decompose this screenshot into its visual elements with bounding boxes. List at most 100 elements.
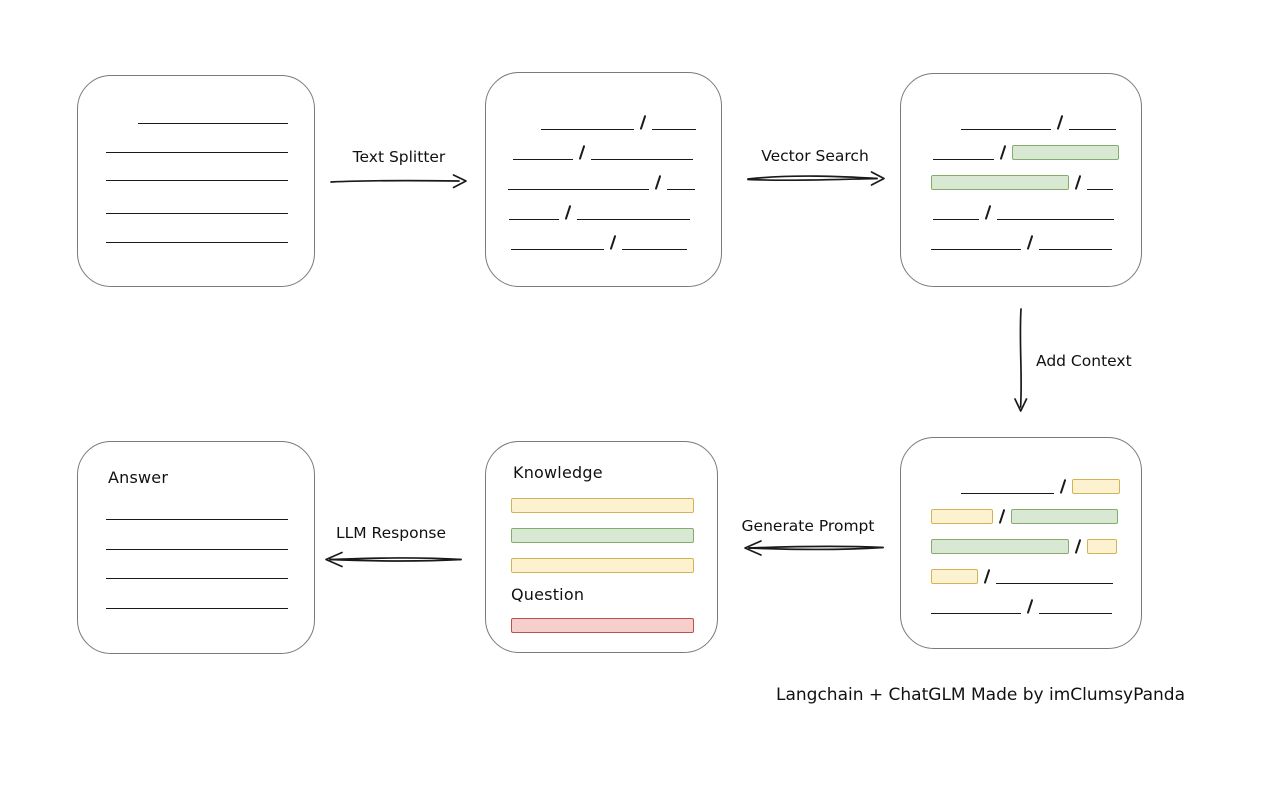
- slash-separator: [564, 204, 572, 221]
- slash-separator: [983, 568, 991, 585]
- text-line: [511, 249, 604, 250]
- slash-separator: [609, 234, 617, 251]
- green-highlight-chunk: [511, 528, 694, 543]
- text-line: [1069, 129, 1117, 130]
- text-line: [106, 578, 288, 579]
- green-highlight-chunk: [1011, 509, 1119, 524]
- split-chunks-box: [485, 72, 722, 287]
- content-row: [106, 534, 288, 550]
- slash-separator: [984, 204, 992, 221]
- content-row: [933, 204, 1115, 221]
- content-row: [931, 538, 1118, 555]
- text-line: [997, 219, 1115, 220]
- arrow-right-icon: [747, 171, 885, 186]
- content-row: [509, 204, 691, 221]
- text-line: [667, 189, 696, 190]
- content-row: [106, 593, 288, 609]
- content-row: [106, 504, 288, 520]
- knowledge-heading: Knowledge: [513, 463, 603, 482]
- text-line: [513, 159, 573, 160]
- llm-response-label: LLM Response: [335, 524, 446, 542]
- green-highlight-chunk: [1012, 145, 1120, 160]
- slash-separator: [998, 508, 1006, 525]
- content-row: [511, 527, 694, 543]
- arrow-down-icon: [1014, 308, 1028, 412]
- slash-separator: [654, 174, 662, 191]
- green-highlight-chunk: [931, 175, 1069, 190]
- text-line: [931, 249, 1021, 250]
- yellow-highlight-chunk: [511, 498, 694, 513]
- add-context-label: Add Context: [1036, 352, 1132, 370]
- yellow-highlight-chunk: [1087, 539, 1118, 554]
- content-row: [513, 144, 694, 161]
- content-row: [961, 114, 1117, 131]
- content-row: [931, 174, 1114, 191]
- text-line: [106, 213, 288, 214]
- content-row: [931, 598, 1113, 615]
- text-line: [577, 219, 691, 220]
- content-row: [931, 508, 1119, 525]
- prompt-box: Knowledge Question: [485, 441, 718, 653]
- text-line: [508, 189, 649, 190]
- content-row: [106, 137, 288, 153]
- content-row: [106, 227, 288, 243]
- text-line: [541, 129, 634, 130]
- generate-prompt-label: Generate Prompt: [741, 517, 875, 535]
- text-line: [933, 159, 994, 160]
- text-line: [106, 180, 288, 181]
- content-row: [106, 165, 288, 181]
- slash-separator: [578, 144, 586, 161]
- arrow-right-icon: [330, 174, 467, 189]
- arrow-left-icon: [744, 540, 884, 556]
- credit-caption: Langchain + ChatGLM Made by imClumsyPand…: [776, 685, 1185, 705]
- text-line: [933, 219, 979, 220]
- slash-separator: [1074, 174, 1082, 191]
- content-row: [931, 234, 1113, 251]
- content-row: [541, 114, 697, 131]
- text-line: [106, 519, 288, 520]
- slash-separator: [1074, 538, 1082, 555]
- content-row: [511, 497, 694, 513]
- text-line: [106, 242, 288, 243]
- yellow-highlight-chunk: [511, 558, 694, 573]
- text-line: [961, 129, 1051, 130]
- yellow-highlight-chunk: [931, 509, 993, 524]
- text-line: [509, 219, 559, 220]
- content-row: [508, 174, 696, 191]
- text-line: [106, 549, 288, 550]
- content-row: [138, 108, 288, 124]
- slash-separator: [1059, 478, 1067, 495]
- context-chunks-box: [900, 437, 1142, 649]
- yellow-highlight-chunk: [1072, 479, 1121, 494]
- text-line: [106, 152, 288, 153]
- text-line: [652, 129, 697, 130]
- content-row: [106, 563, 288, 579]
- slash-separator: [639, 114, 647, 131]
- content-row: [106, 198, 288, 214]
- answer-box: Answer: [77, 441, 315, 654]
- vector-search-label: Vector Search: [761, 147, 869, 165]
- text-line: [931, 613, 1021, 614]
- text-line: [138, 123, 288, 124]
- content-row: [511, 617, 694, 633]
- text-line: [1087, 189, 1114, 190]
- text-splitter-label: Text Splitter: [352, 148, 446, 166]
- green-highlight-chunk: [931, 539, 1069, 554]
- arrow-left-icon: [325, 551, 462, 568]
- yellow-highlight-chunk: [931, 569, 978, 584]
- text-line: [622, 249, 688, 250]
- content-row: [931, 568, 1114, 585]
- slash-separator: [1026, 234, 1034, 251]
- content-row: [933, 144, 1120, 161]
- slash-separator: [1056, 114, 1064, 131]
- text-line: [106, 608, 288, 609]
- vector-search-result-box: [900, 73, 1142, 287]
- question-heading: Question: [511, 585, 585, 604]
- content-row: [511, 557, 694, 573]
- text-line: [1039, 249, 1113, 250]
- slash-separator: [1026, 598, 1034, 615]
- text-line: [996, 583, 1114, 584]
- source-document-box: [77, 75, 315, 287]
- red-highlight-chunk: [511, 618, 694, 633]
